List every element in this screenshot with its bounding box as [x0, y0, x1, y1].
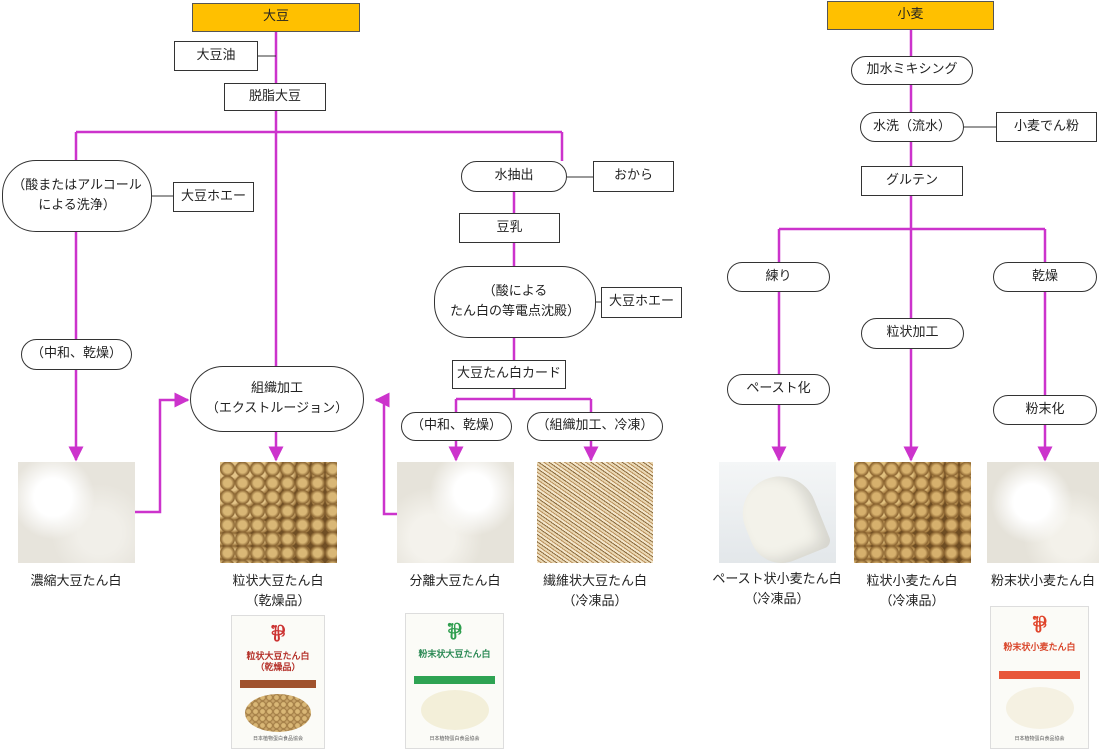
- gluten-box: グルテン: [861, 166, 963, 196]
- package-contents: [420, 690, 489, 730]
- texturize-freeze-node: （組織加工、冷凍）: [527, 412, 663, 441]
- caption-granular-soy: 粒状大豆たん白 （乾燥品）: [232, 572, 323, 612]
- package-logo-icon: ⅌: [1032, 613, 1047, 638]
- package-footer: 日本植物蛋白食品協会: [1014, 736, 1065, 742]
- package-powder-soy: ⅌ 粉末状大豆たん白 日本植物蛋白食品協会: [405, 613, 504, 749]
- paste-shape: [731, 465, 833, 563]
- concentrated-to-texturize-line: [134, 392, 190, 514]
- wheat-header: 小麦: [827, 1, 994, 30]
- neutralize-dry-node-2: （中和、乾燥）: [401, 412, 512, 441]
- powder-wheat-protein-photo: [987, 462, 1099, 563]
- granular-wheat-protein-photo: [854, 462, 971, 563]
- caption-powder-wheat: 粉末状小麦たん白: [990, 574, 1096, 589]
- kneading-node: 練り: [727, 262, 830, 292]
- caption-fibrous-soy-line-1: 繊維状大豆たん白: [542, 574, 648, 589]
- package-powder-wheat: ⅌ 粉末状小麦たん白 日本植物蛋白食品協会: [990, 606, 1089, 749]
- acid-wash-line-1: （酸またはアルコール: [12, 177, 142, 193]
- acid-alcohol-wash-node: （酸またはアルコール による洗浄）: [2, 160, 152, 232]
- package-logo-icon: ⅌: [447, 620, 462, 645]
- soy-oil-box: 大豆油: [174, 41, 258, 71]
- texturize-line-2: （エクストルージョン）: [205, 401, 349, 416]
- acid-precip-line-2: たん白の等電点沈殿）: [449, 304, 580, 319]
- caption-fibrous-soy-line-2: （冷凍品）: [562, 594, 628, 610]
- package-title-granular-soy: 粒状大豆たん白 （乾燥品）: [232, 652, 324, 675]
- granular-processing-node: 粒状加工: [861, 318, 964, 349]
- caption-paste-wheat: ペースト状小麦たん白 （冷凍品）: [712, 570, 841, 610]
- caption-granular-soy-line-2: （乾燥品）: [245, 594, 311, 610]
- texturize-extrusion-node: 組織加工 （エクストルージョン）: [190, 366, 364, 432]
- caption-granular-wheat-line-2: （冷凍品）: [879, 594, 945, 610]
- caption-concentrated-soy: 濃縮大豆たん白: [30, 574, 122, 589]
- isolated-to-texturize-line: [374, 392, 397, 516]
- package-band: [999, 671, 1080, 679]
- soy-header: 大豆: [192, 3, 360, 32]
- caption-granular-wheat-line-1: 粒状小麦たん白: [866, 574, 958, 589]
- package-logo-icon: ⅌: [270, 622, 286, 647]
- acid-wash-line-2: による洗浄）: [38, 198, 116, 213]
- soy-whey-box-2: 大豆ホエー: [601, 287, 682, 318]
- package-title-powder-soy: 粉末状大豆たん白: [418, 650, 491, 660]
- defatted-soy-box: 脱脂大豆: [224, 83, 326, 111]
- texturize-line-1: 組織加工: [250, 380, 303, 396]
- package-title-line-2: （乾燥品）: [255, 663, 301, 674]
- package-band: [240, 680, 316, 688]
- acid-precip-line-1: （酸による: [482, 283, 548, 299]
- powdering-node: 粉末化: [993, 395, 1097, 425]
- caption-granular-wheat: 粒状小麦たん白 （冷凍品）: [866, 572, 957, 612]
- okara-box: おから: [593, 161, 674, 192]
- package-footer: 日本植物蛋白食品協会: [252, 736, 303, 742]
- paste-wheat-protein-photo: [719, 462, 836, 563]
- caption-paste-wheat-line-1: ペースト状小麦たん白: [712, 572, 842, 587]
- soy-protein-curd-box: 大豆たん白カード: [452, 360, 566, 389]
- acid-precipitation-node: （酸による たん白の等電点沈殿）: [434, 266, 596, 338]
- granular-soy-protein-photo: [220, 462, 337, 563]
- soymilk-box: 豆乳: [459, 213, 560, 243]
- water-washing-node: 水洗（流水）: [860, 112, 964, 142]
- package-band: [414, 676, 495, 684]
- wheat-starch-box: 小麦でん粉: [996, 112, 1097, 142]
- paste-conversion-node: ペースト化: [727, 374, 830, 405]
- fibrous-soy-protein-photo: [537, 462, 653, 563]
- caption-isolated-soy: 分離大豆たん白: [409, 574, 501, 589]
- concentrated-soy-protein-photo: [18, 462, 135, 563]
- package-granular-soy: ⅌ 粒状大豆たん白 （乾燥品） 日本植物蛋白食品協会: [231, 615, 325, 749]
- caption-fibrous-soy: 繊維状大豆たん白 （冷凍品）: [543, 572, 647, 612]
- drying-node: 乾燥: [993, 262, 1097, 292]
- package-title-powder-wheat: 粉末状小麦たん白: [1003, 643, 1076, 653]
- isolated-soy-protein-photo: [397, 462, 514, 563]
- caption-granular-soy-line-1: 粒状大豆たん白: [232, 574, 324, 589]
- caption-paste-wheat-line-2: （冷凍品）: [744, 592, 810, 608]
- water-extraction-node: 水抽出: [461, 161, 567, 192]
- soy-whey-box-1: 大豆ホエー: [173, 182, 254, 212]
- package-contents: [245, 694, 311, 732]
- water-mixing-node: 加水ミキシング: [851, 56, 973, 85]
- package-footer: 日本植物蛋白食品協会: [429, 736, 480, 742]
- package-title-line-1: 粒状大豆たん白: [246, 652, 310, 662]
- package-contents: [1005, 687, 1074, 729]
- neutralize-dry-node-1: （中和、乾燥）: [21, 339, 132, 370]
